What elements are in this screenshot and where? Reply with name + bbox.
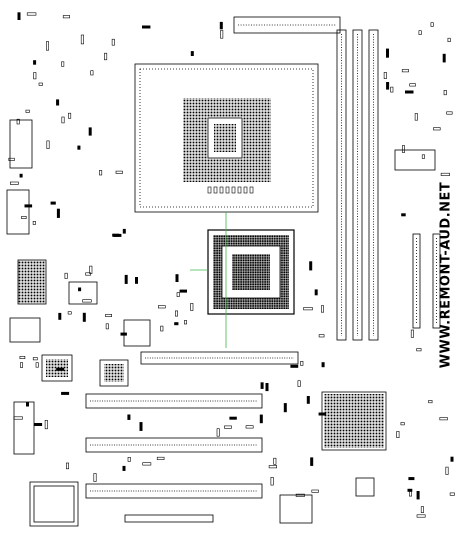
clock-chip bbox=[68, 281, 98, 305]
bios-chip bbox=[123, 319, 151, 347]
small-components bbox=[8, 12, 455, 518]
northbridge-chip bbox=[207, 229, 295, 315]
cpu-socket-pins-row bbox=[207, 186, 254, 194]
lower-right-port bbox=[355, 477, 375, 497]
top-connector-bar bbox=[233, 16, 341, 34]
pci-slot-2 bbox=[85, 437, 263, 453]
left-port-2 bbox=[6, 189, 30, 235]
audio-codec-chip bbox=[29, 481, 79, 527]
lan-chip bbox=[99, 359, 129, 387]
dimm-slot-3 bbox=[368, 29, 379, 341]
left-port-4 bbox=[9, 317, 41, 343]
power-connector bbox=[394, 149, 436, 171]
pci-slot-3 bbox=[85, 483, 263, 499]
ide-connector-2 bbox=[432, 233, 441, 329]
pci-slot-1 bbox=[85, 393, 263, 409]
agp-slot bbox=[140, 351, 299, 365]
ide-connector-1 bbox=[412, 233, 421, 329]
bottom-connector bbox=[124, 514, 214, 523]
lower-right-chip bbox=[279, 494, 313, 524]
left-port-5 bbox=[13, 401, 35, 455]
cpu-socket bbox=[134, 63, 319, 213]
green-trace bbox=[190, 212, 227, 348]
site-watermark: WWW.REMONT-AUD.NET bbox=[438, 181, 454, 369]
southbridge-chip bbox=[321, 391, 387, 451]
left-port-3 bbox=[17, 259, 47, 305]
dimm-slot-2 bbox=[352, 29, 363, 341]
left-port-1 bbox=[9, 119, 33, 169]
dimm-slot-1 bbox=[336, 29, 347, 341]
